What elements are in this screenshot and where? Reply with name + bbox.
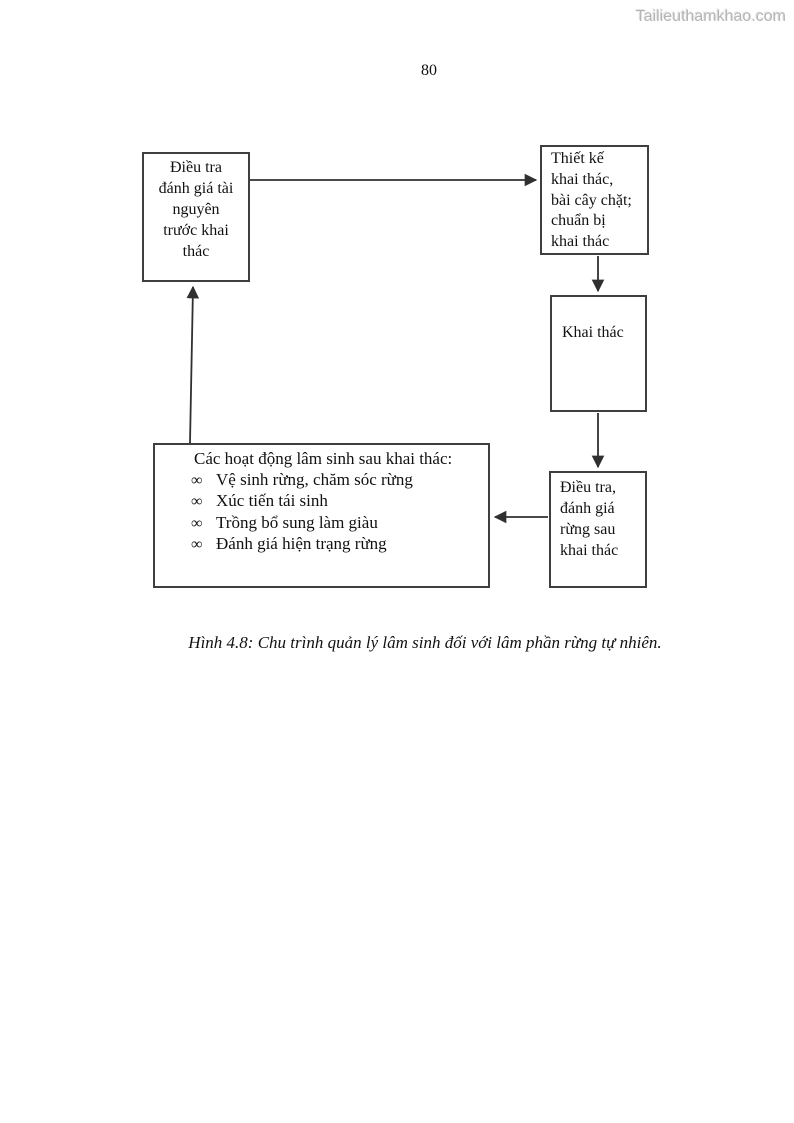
flowchart-box-post-harvest-survey: Điều tra, đánh giá rừng sau khai thác (549, 471, 647, 588)
list-item: ∞ Trồng bổ sung làm giàu (191, 513, 482, 535)
list-item-label: Vệ sinh rừng, chăm sóc rừng (216, 469, 413, 489)
arrow-silviculture-to-pre-icon (186, 285, 200, 444)
site-watermark: Tailieuthamkhao.com (635, 8, 786, 25)
list-item-label: Xúc tiến tái sinh (216, 491, 328, 510)
list-item-label: Trồng bổ sung làm giàu (216, 512, 378, 532)
list-item: ∞ Đánh giá hiện trạng rừng (191, 534, 482, 556)
flowchart-box-harvest-design: Thiết kế khai thác, bài cây chặt; chuẩn … (540, 145, 649, 255)
list-item-label: Đánh giá hiện trạng rừng (216, 534, 387, 553)
figure-caption: Hình 4.8: Chu trình quản lý lâm sinh đối… (188, 633, 662, 652)
flowchart-box-pre-harvest-survey: Điều tra đánh giá tài nguyên trước khai … (142, 152, 250, 282)
flowchart-box-silviculture-activities: Các hoạt động lâm sinh sau khai thác: ∞ … (153, 443, 490, 588)
infinity-bullet-icon: ∞ (191, 471, 203, 489)
infinity-bullet-icon: ∞ (191, 536, 203, 553)
list-item: ∞ Vệ sinh rừng, chăm sóc rừng (191, 470, 482, 492)
silviculture-title: Các hoạt động lâm sinh sau khai thác: (194, 449, 453, 468)
infinity-bullet-icon: ∞ (191, 514, 203, 532)
list-item: ∞ Xúc tiến tái sinh (191, 491, 482, 513)
flowchart-box-harvest: Khai thác (550, 295, 647, 412)
page-number: 80 (421, 62, 437, 79)
infinity-bullet-icon: ∞ (191, 493, 203, 510)
